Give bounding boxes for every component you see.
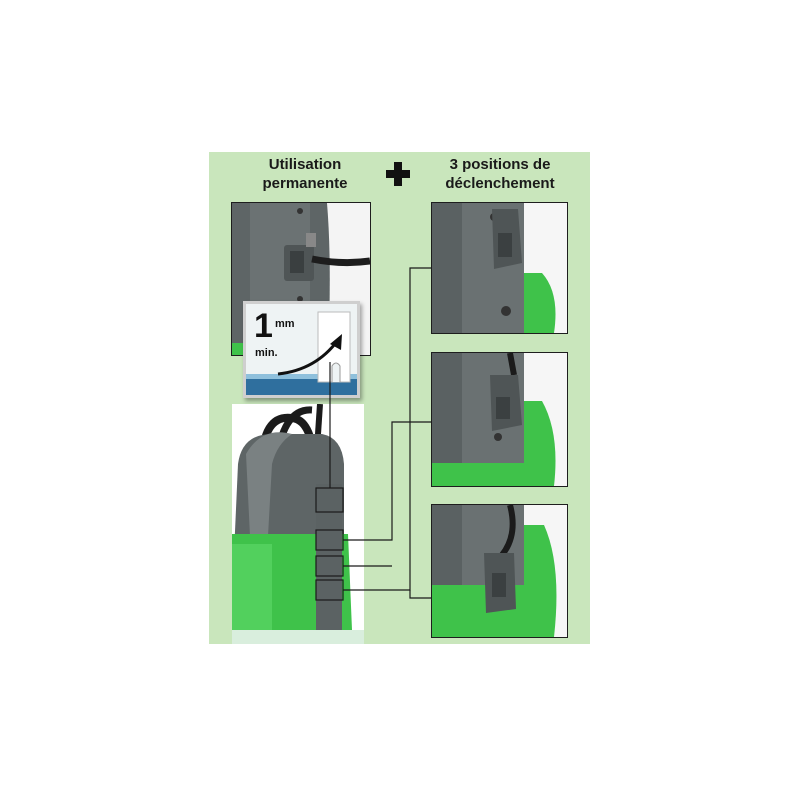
heading-right-line2: déclenchement: [445, 175, 555, 192]
heading-left: Utilisation permanente: [240, 155, 370, 193]
arrow-up-icon: [330, 334, 342, 350]
plus-icon: [386, 162, 410, 186]
photo-position-2: [431, 352, 568, 487]
heading-right: 3 positions de déclenchement: [425, 155, 575, 193]
heading-right-line1: 3 positions de: [449, 156, 551, 173]
clearance-unit: mm: [275, 318, 295, 330]
inset-clearance: 1 mm min.: [243, 301, 360, 398]
photo-position-1: [431, 202, 568, 334]
heading-left-line2: permanente: [262, 175, 348, 192]
photo-position-3: [431, 504, 568, 638]
photo-full-pump: [232, 404, 364, 644]
heading-left-line1: Utilisation: [268, 156, 342, 173]
clearance-number: 1: [254, 307, 273, 345]
clearance-qualifier: min.: [255, 347, 278, 359]
